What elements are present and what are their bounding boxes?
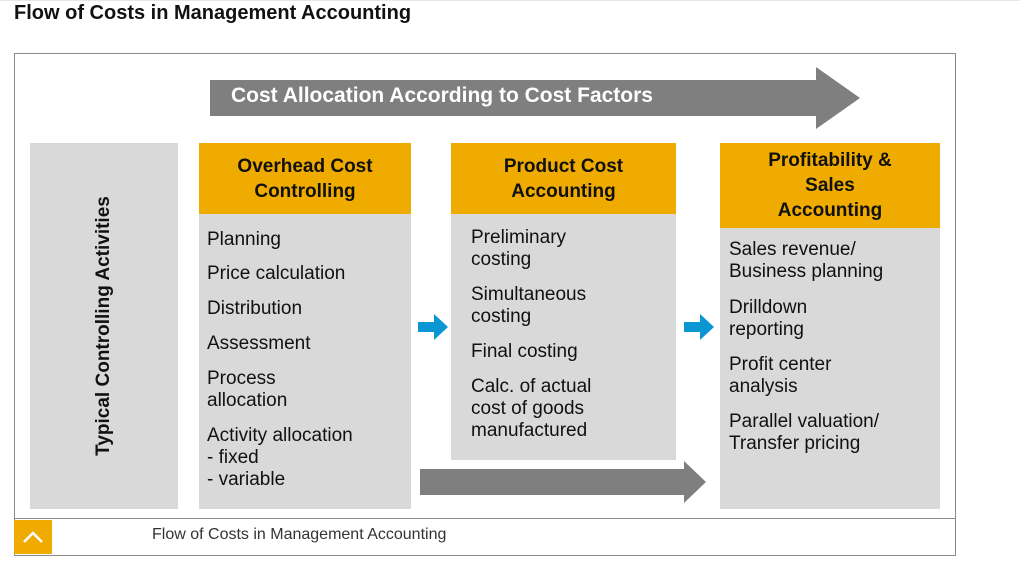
list-item: cost of goods — [471, 398, 585, 419]
flow-arrow-icon — [684, 314, 714, 340]
heading-line: Overhead Cost — [237, 155, 373, 177]
product-cost-heading: Product Cost Accounting — [451, 143, 676, 214]
heading-line: Accounting — [511, 180, 616, 202]
list-item: Simultaneous — [471, 284, 587, 305]
list-item: Sales revenue/ — [729, 239, 856, 260]
list-item: Assessment — [207, 333, 311, 354]
list-item: allocation — [207, 390, 288, 411]
list-item: Profit center — [729, 354, 832, 375]
list-item: costing — [471, 249, 532, 270]
collapse-button[interactable] — [14, 520, 52, 554]
list-item: manufactured — [471, 420, 588, 441]
list-item: - variable — [207, 469, 286, 490]
list-item: costing — [471, 306, 532, 327]
list-item: Final costing — [471, 341, 578, 362]
list-item: Price calculation — [207, 263, 346, 284]
list-item: Process — [207, 368, 276, 389]
cost-allocation-arrow — [210, 67, 860, 129]
list-item: Business planning — [729, 261, 884, 282]
heading-line: Product Cost — [503, 155, 624, 177]
side-label: Typical Controlling Activities — [93, 196, 114, 456]
list-item: Preliminary — [471, 227, 567, 248]
list-item: Distribution — [207, 298, 303, 319]
list-item: Transfer pricing — [729, 433, 861, 454]
side-panel — [30, 143, 178, 509]
list-item: reporting — [729, 319, 804, 340]
list-item: Calc. of actual — [471, 376, 592, 397]
chevron-up-icon — [23, 531, 43, 543]
cost-allocation-label: Cost Allocation According to Cost Factor… — [231, 84, 653, 107]
heading-line: Profitability & — [768, 150, 892, 171]
list-item: Planning — [207, 229, 281, 250]
list-item: - fixed — [207, 447, 259, 468]
profitability-heading: Profitability & Sales Accounting — [720, 143, 940, 228]
overhead-cost-heading: Overhead Cost Controlling — [199, 143, 411, 214]
flow-arrow-icon — [418, 314, 448, 340]
list-item: Activity allocation — [207, 425, 353, 446]
figure-caption: Flow of Costs in Management Accounting — [152, 526, 447, 543]
caption-divider — [14, 518, 956, 519]
heading-line: Accounting — [777, 200, 883, 221]
list-item: Parallel valuation/ — [729, 411, 879, 432]
heading-line: Sales — [805, 175, 855, 196]
list-item: analysis — [729, 376, 798, 397]
page-title: Flow of Costs in Management Accounting — [14, 2, 412, 24]
top-divider — [0, 0, 1020, 1]
list-item: Drilldown — [729, 297, 808, 318]
bottom-flow-arrow — [420, 461, 706, 503]
heading-line: Controlling — [254, 180, 356, 202]
